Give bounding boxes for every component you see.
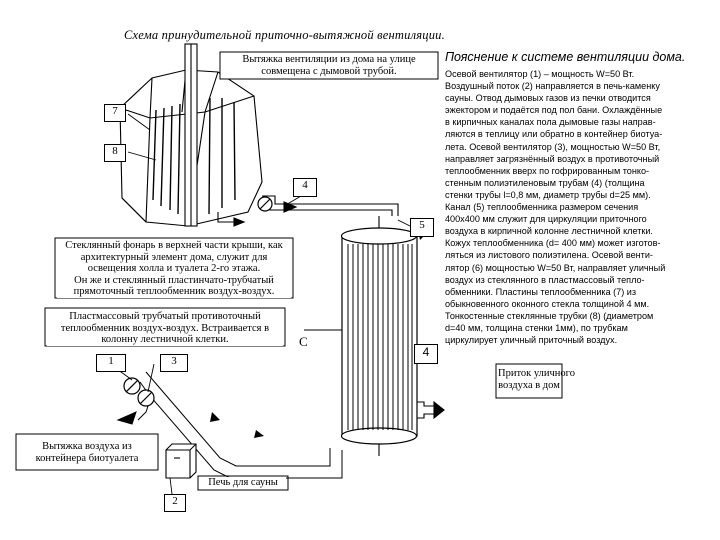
explanation-line: Кожух теплообменника (d= 400 мм) может и…: [445, 238, 661, 249]
label-2: 2: [164, 494, 186, 512]
callout-supply: Приток уличного воздуха в дом: [498, 368, 575, 391]
explanation-text: Осевой вентилятор (1) – мощность W=50 Вт…: [445, 68, 665, 346]
explanation-line: лета. Осевой вентилятор (3), мощностью W…: [445, 141, 661, 152]
callout-plastic-exchanger: Пластмассовый трубчатый противоточный те…: [47, 311, 283, 346]
callout-line: воздуха в дом: [498, 379, 560, 391]
label-1: 1: [96, 354, 126, 372]
explanation-line: d=40 мм, толщина стенки 1мм), по трубкам: [445, 322, 628, 333]
callout-stove: Печь для сауны: [200, 477, 286, 489]
callout-line: Пластмассовый трубчатый противоточный: [69, 311, 261, 322]
plastic-heat-exchanger-column: [340, 216, 418, 456]
sauna-stove: [165, 443, 197, 479]
explanation-line: воздух из стеклянного в пластмассовый те…: [445, 274, 645, 285]
explanation-line: сауны. Отвод дымовых газов из печки отво…: [445, 93, 651, 104]
callout-line: теплообменник воздух-воздух. Встраиваетс…: [60, 322, 270, 334]
explanation-line: ляются в теплицу или обратно в контейнер…: [445, 129, 663, 140]
explanation-line: воздуха в кирпичной колонне лестничной к…: [445, 226, 653, 237]
label-7: 7: [104, 104, 126, 122]
explanation-title: Пояснение к системе вентиляции дома.: [445, 50, 686, 64]
explanation-line: обыкновенного оконного стекла толщиной 4…: [445, 298, 650, 309]
callout-line: прямоточный теплообменник воздух-воздух.: [73, 286, 275, 297]
corrugated-tubes: [347, 244, 413, 430]
callout-line: Приток уличного: [498, 368, 575, 379]
explanation-line: эжектором и подаётся под пол бани. Охлаж…: [445, 105, 663, 116]
fans-1-3: [123, 377, 155, 407]
label-8: 8: [104, 144, 126, 162]
explanation-line: Тонкостенные стеклянные трубки (8) (диам…: [445, 310, 654, 321]
callout-chimney: Вытяжка вентиляции из дома на улице совм…: [222, 54, 436, 77]
label-c: C: [299, 334, 308, 349]
explanation-line: Осевой вентилятор (1) – мощность W=50 Вт…: [445, 69, 635, 79]
explanation-line: лятор (6) мощностью W=50 Вт, направляет …: [445, 262, 666, 273]
supply-outlet: [417, 400, 445, 420]
label-5: 5: [410, 218, 434, 237]
explanation-line: 400х400 мм служит для циркуляции приточн…: [445, 214, 647, 225]
explanation-line: Канал (5) теплообменника размером сечени…: [445, 202, 639, 213]
callout-line: Стеклянный фонарь в верхней части крыши,…: [65, 240, 283, 251]
callout-line: Вытяжка воздуха из: [42, 441, 132, 452]
fan-6: [257, 196, 273, 212]
explanation-line: теплообменник вверх по гофрированным тон…: [445, 165, 650, 176]
explanation-line: ляться из листового полиэтилена. Осевой …: [445, 250, 653, 261]
callout-line: архитектурный элемент дома, служит для: [80, 251, 268, 263]
explanation-line: стенки трубы l=0,8 мм, диаметр трубы d=2…: [445, 189, 651, 200]
explanation-line: циркулирует уличный приточный воздух.: [445, 335, 618, 346]
callout-line: освещения холла и туалета 2-го этажа.: [87, 263, 261, 274]
label-4-top: 4: [293, 178, 317, 197]
callout-line: колонну лестничной клетки.: [101, 334, 229, 345]
chimney: [184, 43, 198, 227]
diagram-title: Схема принудительной приточно-вытяжной в…: [124, 28, 445, 42]
explanation-line: в кирпичных каналах пола дымовые газы на…: [445, 117, 656, 128]
explanation-line: стенным полиэтиленовым трубам (4) (толщи…: [445, 177, 645, 188]
callout-line: Он же и стеклянный пластинчато-трубчатый: [74, 274, 274, 286]
explanation-line: направляет загрязнённый воздух в противо…: [445, 153, 660, 164]
explanation-line: обменники. Пластины теплообменника (7) и…: [445, 286, 637, 297]
label-4: 4: [414, 344, 438, 364]
leader-lines: [109, 113, 411, 495]
explanation-line: Воздушный поток (2) направляется в печь-…: [445, 81, 660, 92]
callout-line: Вытяжка вентиляции из дома на улице: [242, 54, 416, 65]
callout-exhaust: Вытяжка воздуха из контейнера биотуалета: [18, 441, 156, 464]
label-3: 3: [160, 354, 188, 372]
callout-glass-exchanger: Стеклянный фонарь в верхней части крыши,…: [57, 240, 291, 298]
callout-line: контейнера биотуалета: [35, 452, 139, 464]
callout-line: совмещена с дымовой трубой.: [261, 65, 397, 77]
callout-line: Печь для сауны: [208, 477, 278, 488]
